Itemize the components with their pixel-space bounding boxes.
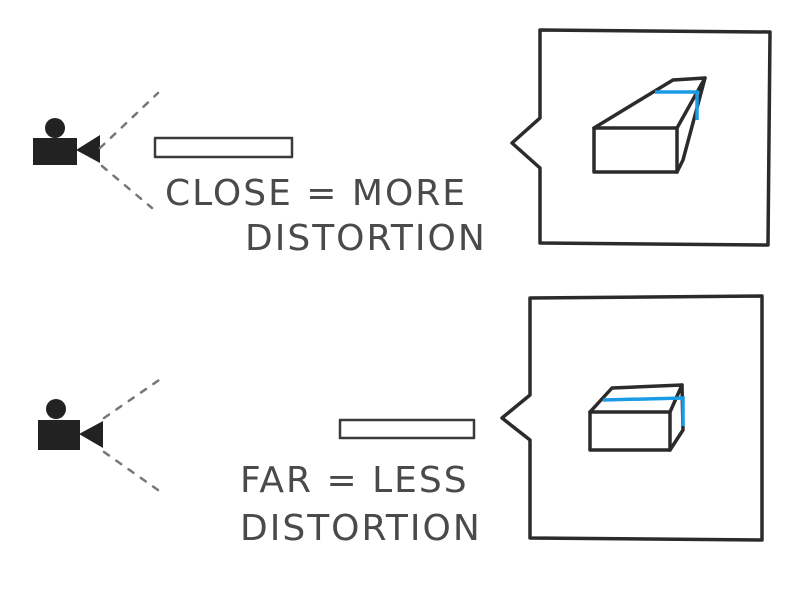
view-line-lower xyxy=(100,164,154,210)
view-line-lower xyxy=(102,450,160,492)
caption-line-1: CLOSE = MORE xyxy=(165,173,467,214)
video-camera-icon xyxy=(38,399,103,450)
caption-line-2: DISTORTION xyxy=(240,508,482,549)
far-panel: FAR = LESS DISTORTION xyxy=(38,294,764,549)
box-perspective-strong xyxy=(592,76,707,174)
speech-bubble-frame xyxy=(510,28,772,247)
object-bar xyxy=(153,136,294,159)
caption-line-1: FAR = LESS xyxy=(240,460,469,501)
video-camera-icon xyxy=(33,118,100,165)
speech-bubble-frame xyxy=(500,294,764,542)
box-perspective-weak xyxy=(588,383,685,452)
close-panel: CLOSE = MORE DISTORTION xyxy=(33,28,772,259)
object-bar xyxy=(338,418,476,440)
view-line-upper xyxy=(98,91,160,150)
caption-line-2: DISTORTION xyxy=(245,218,487,259)
view-line-upper xyxy=(102,376,164,420)
